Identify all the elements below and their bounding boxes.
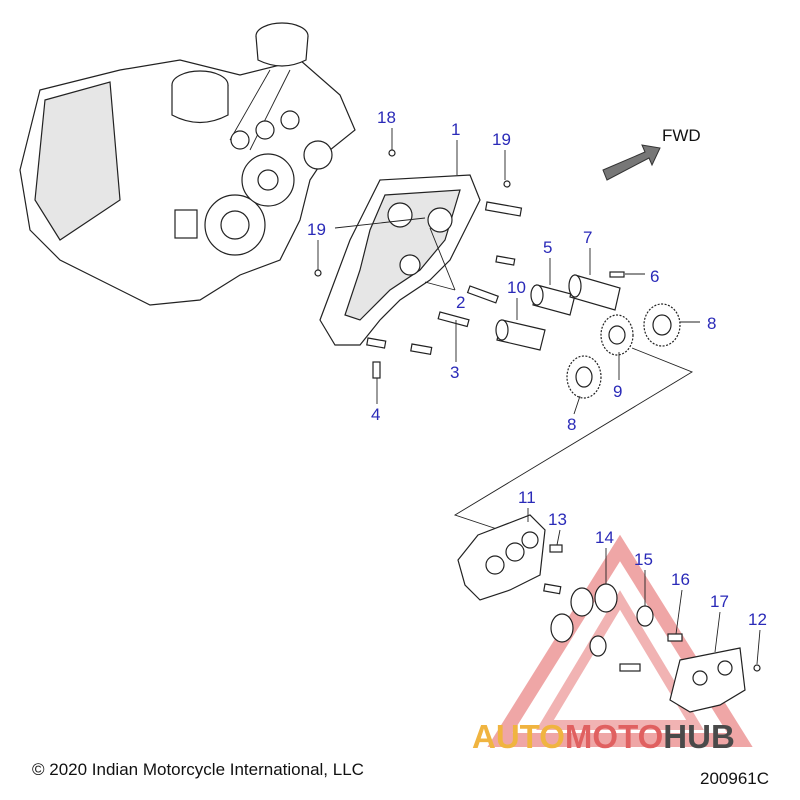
callout-9: 9 xyxy=(613,382,622,401)
watermark-auto: AUTO xyxy=(472,718,565,755)
group-connector xyxy=(453,347,694,531)
figure-code: 200961C xyxy=(700,769,769,788)
callout-2: 2 xyxy=(456,293,465,312)
callout-14: 14 xyxy=(595,528,614,547)
callout-7: 7 xyxy=(583,228,592,247)
callout-16: 16 xyxy=(671,570,690,589)
fwd-arrow-icon xyxy=(602,144,661,181)
callout-8-right: 8 xyxy=(707,314,716,333)
copyright-text: © 2020 Indian Motorcycle International, … xyxy=(32,760,364,779)
callout-12: 12 xyxy=(748,610,767,629)
callout-numbers: 18 1 19 19 2 5 7 6 10 8 3 4 9 8 11 13 14… xyxy=(307,108,767,629)
bearings-seals xyxy=(543,544,761,713)
watermark-moto: MOTO xyxy=(565,718,663,755)
watermark-logo xyxy=(487,534,753,747)
callout-13: 13 xyxy=(548,510,567,529)
watermark-text: AUTOMOTOHUB xyxy=(472,718,735,755)
callout-8-bottom: 8 xyxy=(567,415,576,434)
watermark-hub: HUB xyxy=(663,718,735,755)
fwd-label: FWD xyxy=(662,126,701,145)
fwd-indicator: FWD xyxy=(602,126,701,181)
engine-block xyxy=(19,22,356,306)
callout-leaders xyxy=(317,128,761,665)
callout-19-left: 19 xyxy=(307,220,326,239)
callout-15: 15 xyxy=(634,550,653,569)
callout-18: 18 xyxy=(377,108,396,127)
callout-1: 1 xyxy=(451,120,460,139)
cam-cover xyxy=(319,174,481,346)
callout-4: 4 xyxy=(371,405,380,424)
cam-gears xyxy=(566,303,681,399)
cam-plate xyxy=(457,514,546,601)
callout-17: 17 xyxy=(710,592,729,611)
callout-6: 6 xyxy=(650,267,659,286)
callout-3: 3 xyxy=(450,363,459,382)
camshafts xyxy=(495,274,621,351)
callout-11: 11 xyxy=(518,488,536,507)
bolts xyxy=(314,149,625,379)
callout-5: 5 xyxy=(543,238,552,257)
svg-text:AUTOMOTOHUB: AUTOMOTOHUB xyxy=(472,718,735,755)
callout-10: 10 xyxy=(507,278,526,297)
callout-19-top: 19 xyxy=(492,130,511,149)
